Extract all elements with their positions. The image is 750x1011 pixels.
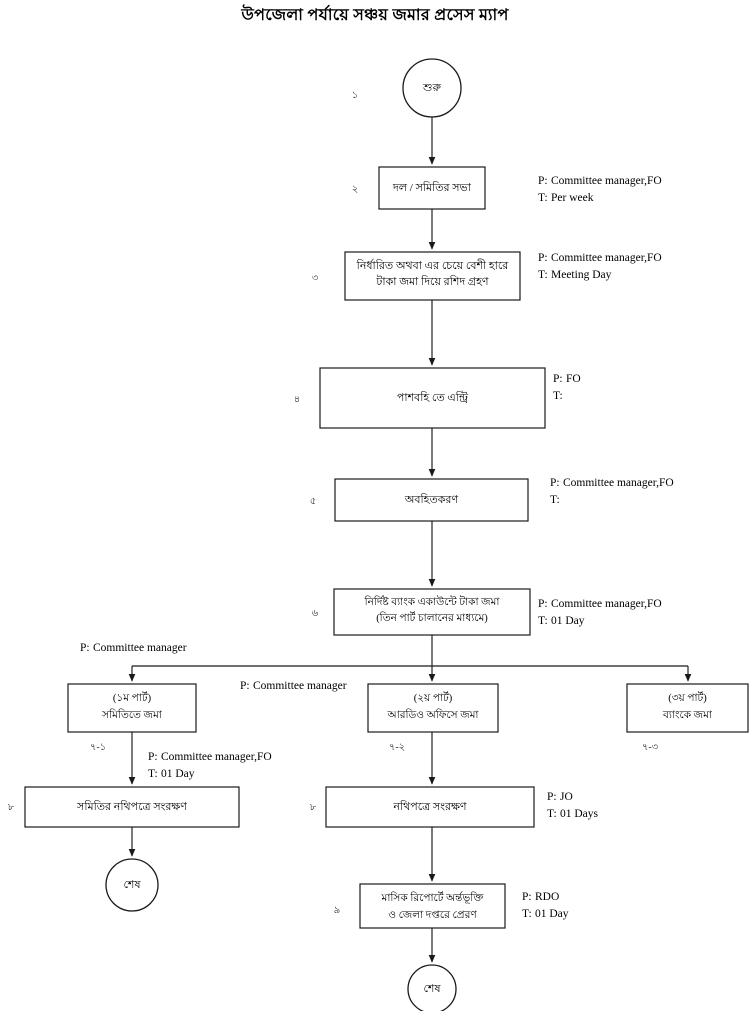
node-step5-shape [334,478,529,522]
annotation-step6-t-label: T: [538,615,548,627]
step-number-6: ৬ [311,608,319,619]
annotation-step2-p-label: P: [538,175,548,187]
annotation-step8b-p-label: P: [547,791,557,803]
annotation-step5: P:Committee manager,FO T: [550,475,674,509]
step-number-5: ৫ [309,496,317,507]
node-end-right-shape [407,964,457,1011]
annotation-step4-p-value: FO [566,373,581,385]
annotation-step9: P:RDO T:01 Day [522,889,569,923]
step-number-8-right: ৮ [309,802,317,813]
annotation-step9-p-value: RDO [535,891,560,903]
node-step7a-shape [67,683,197,733]
node-step8b-shape [325,786,535,828]
step-number-7-2: ৭-২ [388,742,406,753]
step-number-1: ১ [351,90,359,101]
step-number-7-3: ৭-৩ [641,742,659,753]
annotation-step8a: P:Committee manager,FO T:01 Day [148,749,272,783]
annotation-step7b-p-value: Committee manager [253,680,347,692]
node-step2-shape [378,166,486,210]
annotation-step4: P:FO T: [553,371,581,405]
annotation-step6: P:Committee manager,FO T:01 Day [538,596,662,630]
step-number-2: ২ [351,184,359,195]
annotation-step5-t-label: T: [550,494,560,506]
annotation-step2-p-value: Committee manager,FO [551,175,662,187]
node-step6-shape [333,588,531,636]
step-number-3: ৩ [311,273,319,284]
annotation-step7a: P:Committee manager [80,640,187,657]
annotation-step8b-p-value: JO [560,791,573,803]
annotation-step8a-t-value: 01 Day [161,768,195,780]
annotation-step2: P:Committee manager,FO T:Per week [538,173,662,207]
node-start-label: শুরু [423,82,441,94]
annotation-step7a-p-value: Committee manager [93,642,187,654]
node-end-left-label: শেষ [123,879,141,891]
step-number-7-1: ৭-১ [89,742,107,753]
annotation-step9-p-label: P: [522,891,532,903]
node-end-right-label: শেষ [423,983,441,995]
annotation-step9-t-value: 01 Day [535,908,569,920]
annotation-step8a-p-label: P: [148,751,158,763]
annotation-step3-t-value: Meeting Day [551,269,612,281]
step-number-8-left: ৮ [7,802,15,813]
annotation-step8a-t-label: T: [148,768,158,780]
annotation-step4-p-label: P: [553,373,563,385]
annotation-step8b-t-label: T: [547,808,557,820]
node-step3-shape [344,251,521,301]
node-step7c-shape [626,683,749,733]
annotation-step8b: P:JO T:01 Days [547,789,598,823]
annotation-step3-p-value: Committee manager,FO [551,252,662,264]
annotation-step9-t-label: T: [522,908,532,920]
node-step7b-shape [367,683,499,733]
annotation-step3-t-label: T: [538,269,548,281]
annotation-step8a-p-value: Committee manager,FO [161,751,272,763]
annotation-step3: P:Committee manager,FO T:Meeting Day [538,250,662,284]
annotation-step6-p-label: P: [538,598,548,610]
annotation-step8b-t-value: 01 Days [560,808,599,820]
page-title: উপজেলা পর্যায়ে সঞ্চয় জমার প্রসেস ম্যাপ [241,7,509,24]
step-number-4: ৪ [293,394,301,405]
annotation-step2-t-label: T: [538,192,548,204]
annotation-step7b: P:Committee manager [240,678,347,695]
annotation-step6-t-value: 01 Day [551,615,585,627]
annotation-step4-t-label: T: [553,390,563,402]
node-step4-shape [319,367,546,429]
step-number-9: ৯ [333,905,341,916]
annotation-step5-p-label: P: [550,477,560,489]
annotation-step3-p-label: P: [538,252,548,264]
node-end-left-shape [105,858,159,912]
annotation-step7a-p-label: P: [80,642,90,654]
annotation-step2-t-value: Per week [551,192,594,204]
node-step9-shape [359,883,506,929]
annotation-step5-p-value: Committee manager,FO [563,477,674,489]
node-step8a-shape [24,786,240,828]
annotation-step7b-p-label: P: [240,680,250,692]
annotation-step6-p-value: Committee manager,FO [551,598,662,610]
